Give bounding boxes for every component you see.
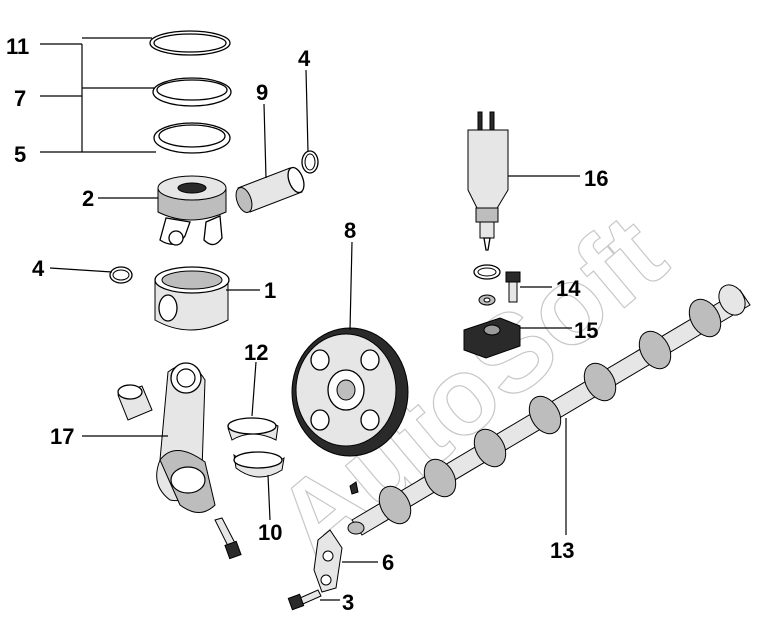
callout-11: 11 [6,34,29,59]
injector-seal [473,264,501,280]
callout-9: 9 [256,80,268,105]
callout-4-lower: 4 [32,256,45,281]
injector-clamp [463,317,521,359]
callout-6: 6 [382,550,394,575]
thrust-plate [313,529,343,593]
callout-15: 15 [574,318,598,343]
callout-4-upper: 4 [298,46,311,71]
callout-5: 5 [14,142,26,167]
callout-1: 1 [264,278,276,303]
injector [467,111,509,251]
camshaft-gear [291,327,409,457]
bearing-shell-lower [233,451,285,478]
injector-washer [478,294,496,306]
connecting-rod [156,362,216,513]
callout-8: 8 [344,218,356,243]
piston [157,175,227,246]
callout-3: 3 [342,590,354,615]
piston-skirt [154,266,230,331]
small-end-bushing [117,384,153,421]
piston-ring-5 [153,122,231,154]
piston-ring-7 [152,77,232,107]
piston-pin [235,166,305,213]
piston-ring-11 [149,30,231,56]
leader-lines [40,37,580,601]
con-rod-bolt [214,517,242,560]
callout-16: 16 [584,166,608,191]
snap-ring-lower [109,266,133,284]
callout-7: 7 [14,86,26,111]
callout-10: 10 [258,520,282,545]
callout-13: 13 [550,538,574,563]
callout-17: 17 [50,424,74,449]
snap-ring-upper [301,150,319,174]
bearing-shell-upper [227,417,279,441]
injector-clamp-bolt [505,271,521,303]
camshaft [347,284,751,536]
callout-12: 12 [244,340,268,365]
thrust-plate-bolt [287,589,322,611]
callout-2: 2 [82,186,94,211]
callout-14: 14 [556,276,581,301]
